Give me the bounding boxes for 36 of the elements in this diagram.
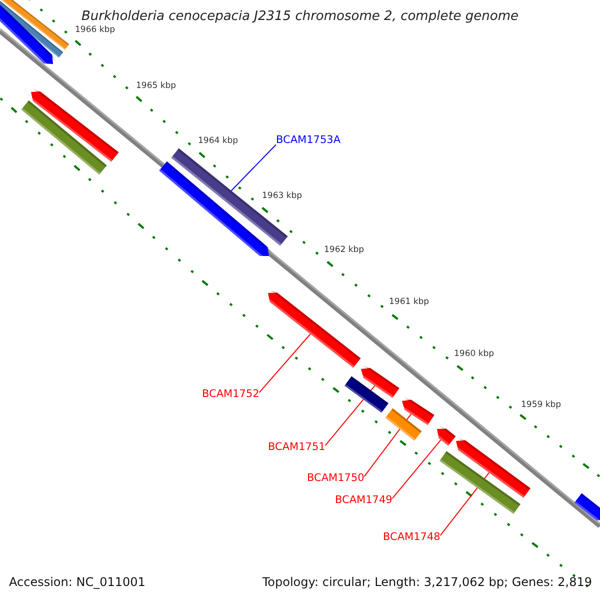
feature-bar xyxy=(171,148,288,246)
scale-label: 1966 kbp xyxy=(75,25,116,36)
scale-label: 1964 kbp xyxy=(198,136,238,146)
feature-bar xyxy=(21,100,107,175)
gene-label: BCAM1749 xyxy=(335,494,392,507)
leader-line xyxy=(258,334,311,393)
feature-bar xyxy=(344,376,388,413)
title: Burkholderia cenocepacia J2315 chromosome 2, complete genome xyxy=(80,9,520,25)
gene-label: BCAM1753A xyxy=(276,134,340,147)
gene-label: BCAM1751 xyxy=(268,441,326,454)
gene-feature xyxy=(434,426,456,446)
scale-label: 1960 kbp xyxy=(454,349,494,360)
gene-label: BCAM1750 xyxy=(307,472,364,485)
gene-feature xyxy=(400,398,434,425)
gene-feature xyxy=(358,366,400,398)
scale-label: 1965 kbp xyxy=(136,81,176,92)
scale-label: 1962 kbp xyxy=(324,245,364,256)
gene-label: BCAM1752 xyxy=(202,388,260,401)
leader-line xyxy=(440,472,490,536)
gene-label: BCAM1748 xyxy=(383,531,440,544)
leader-line xyxy=(364,414,412,477)
scale-label: 1963 kbp xyxy=(262,191,302,202)
gene-feature xyxy=(454,438,530,498)
footer-note: Accession: NC_011001 xyxy=(9,575,146,590)
leader-line xyxy=(392,439,442,499)
feature-bar xyxy=(0,0,70,50)
leader-line xyxy=(324,385,376,446)
feature-bar xyxy=(440,451,520,514)
gene-feature xyxy=(574,493,600,524)
gene-feature xyxy=(0,4,56,67)
scale-label: 1959 kbp xyxy=(521,400,562,410)
feature-bar xyxy=(385,408,422,441)
footer-note: Topology: circular; Length: 3,217,062 bp; Genes: 2,819 xyxy=(262,575,592,590)
gene-feature xyxy=(266,290,361,368)
scale-label: 1961 kbp xyxy=(389,297,430,308)
gene-feature xyxy=(28,88,119,162)
